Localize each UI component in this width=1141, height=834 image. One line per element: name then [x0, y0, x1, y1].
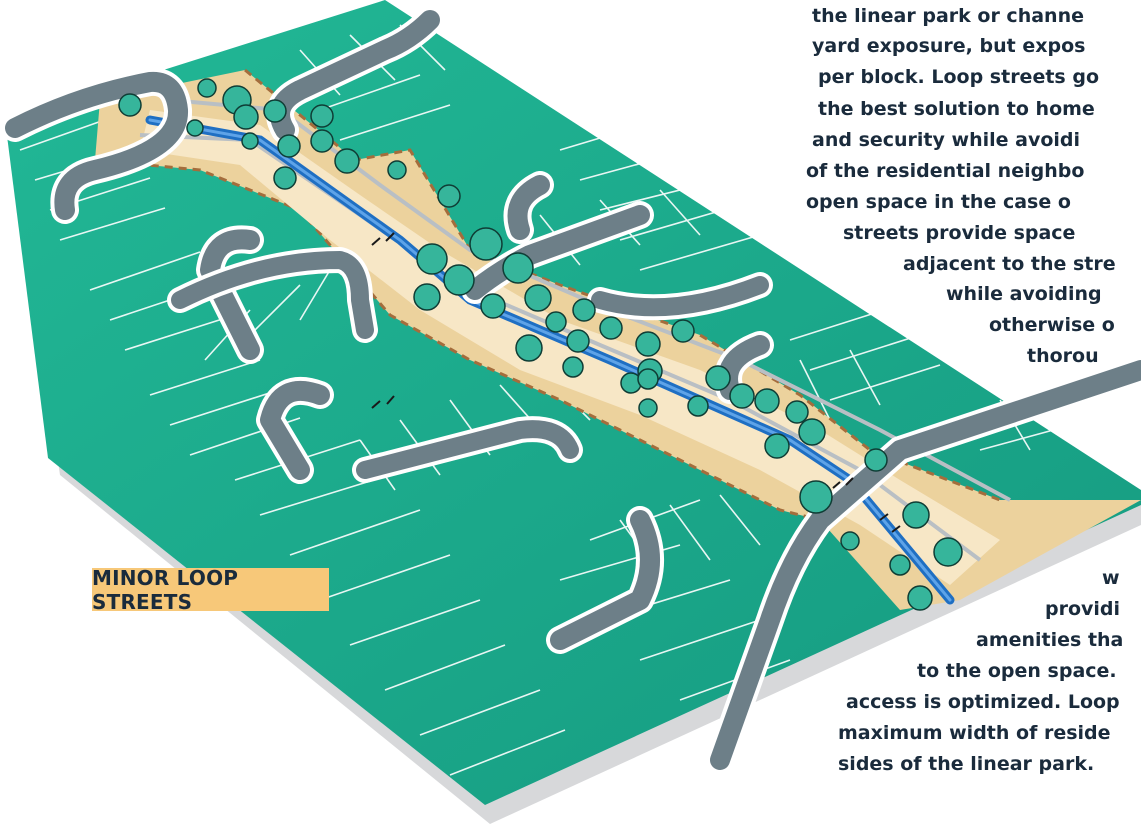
- footbridges: [371, 232, 901, 533]
- body-text-line: w: [1102, 567, 1120, 589]
- body-text-line: maximum width of reside: [838, 722, 1111, 744]
- body-text-line: access is optimized. Loop: [846, 691, 1120, 713]
- body-text-line: and security while avoidi: [812, 129, 1081, 151]
- body-text-line: to the open space.: [917, 660, 1117, 682]
- loop-streets: [1, 6, 1141, 774]
- body-text-line: the best solution to home: [818, 98, 1095, 120]
- section-label: MINOR LOOP STREETS: [92, 566, 329, 614]
- body-text-line: open space in the case o: [806, 191, 1071, 213]
- body-text-line: per block. Loop streets go: [818, 66, 1099, 88]
- body-text-line: the linear park or channe: [812, 5, 1084, 27]
- park-edge: [244, 68, 1001, 502]
- body-text-line: yard exposure, but expos: [812, 35, 1086, 57]
- body-text-line: streets provide space: [843, 222, 1076, 244]
- park-path: [139, 133, 982, 562]
- body-text-line: amenities tha: [976, 629, 1124, 651]
- trees: [118, 78, 963, 611]
- body-text-line: thorou: [1027, 345, 1099, 367]
- body-text-line: adjacent to the stre: [903, 253, 1116, 275]
- body-text-line: of the residential neighbo: [806, 160, 1085, 182]
- park-edge-lower: [94, 158, 821, 522]
- body-text-line: otherwise o: [989, 314, 1115, 336]
- body-text-line: providi: [1045, 598, 1121, 620]
- body-text-line: while avoiding: [946, 283, 1102, 305]
- body-text-line: sides of the linear park.: [838, 753, 1095, 775]
